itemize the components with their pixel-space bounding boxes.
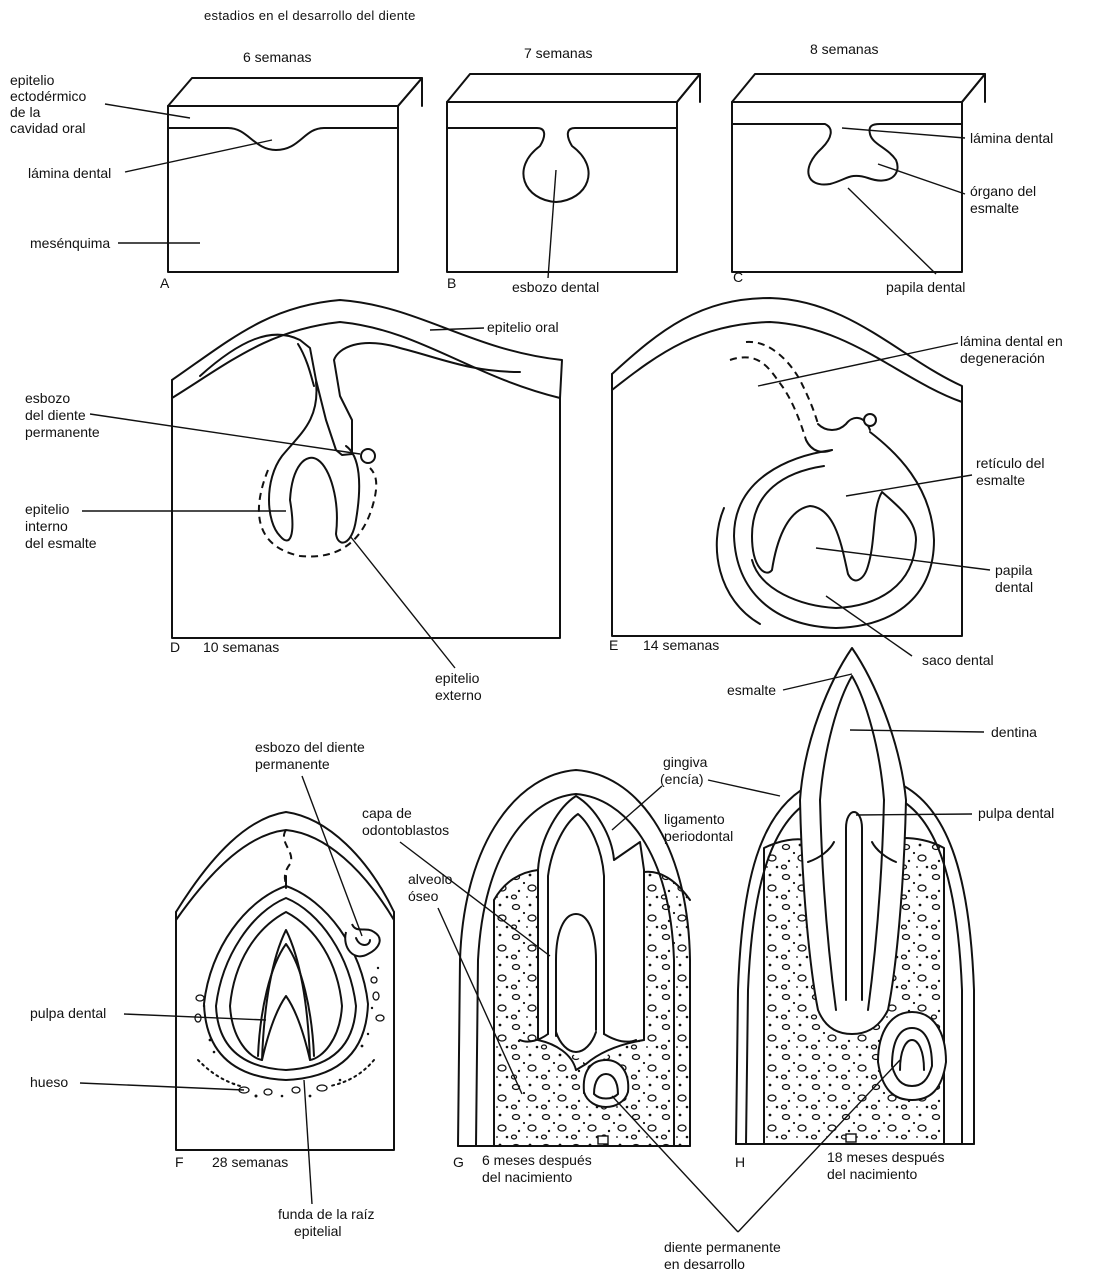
label-epitelio-interno: epitelio interno del esmalte bbox=[25, 501, 97, 551]
panel-c-letter: C bbox=[733, 269, 743, 285]
panel-g-letter: G bbox=[453, 1154, 464, 1170]
label-funda-raiz: funda de la raíz epitelial bbox=[278, 1206, 378, 1239]
label-hueso: hueso bbox=[30, 1074, 68, 1090]
panel-g: G 6 meses después del nacimiento capa de… bbox=[362, 754, 780, 1185]
label-diente-permanente: diente permanente en desarrollo bbox=[664, 1239, 785, 1272]
panel-e: E 14 semanas lámina dental en degeneraci… bbox=[609, 298, 1067, 668]
label-dentina: dentina bbox=[991, 724, 1037, 740]
panel-d-letter: D bbox=[170, 639, 180, 655]
figure-title: estadios en el desarrollo del diente bbox=[204, 8, 416, 23]
label-epitelio-ectodermico: epitelio ectodérmico de la cavidad oral bbox=[10, 72, 90, 136]
label-mesenquima: mesénquima bbox=[30, 235, 110, 251]
label-papila-dental-e: papila dental bbox=[995, 562, 1036, 595]
panel-c: 8 semanas C lámina dental órgano del esm… bbox=[732, 41, 1053, 295]
panel-b-letter: B bbox=[447, 275, 456, 291]
panel-g-stage: 6 meses después del nacimiento bbox=[482, 1152, 596, 1185]
panel-f: F 28 semanas esbozo del diente permanent… bbox=[30, 739, 394, 1239]
panel-d: D 10 semanas epitelio oral esbozo del di… bbox=[25, 300, 562, 703]
label-ligamento: ligamento periodontal bbox=[664, 811, 733, 844]
label-capa-odontoblastos: capa de odontoblastos bbox=[362, 805, 449, 838]
panel-f-stage: 28 semanas bbox=[212, 1154, 288, 1170]
label-epitelio-externo: epitelio externo bbox=[435, 670, 483, 703]
panel-d-stage: 10 semanas bbox=[203, 639, 279, 655]
panel-h-stage: 18 meses después del nacimiento bbox=[827, 1149, 948, 1182]
panel-b-stage: 7 semanas bbox=[524, 45, 592, 61]
panel-c-stage: 8 semanas bbox=[810, 41, 878, 57]
panel-f-letter: F bbox=[175, 1154, 184, 1170]
label-esbozo-dental: esbozo dental bbox=[512, 279, 599, 295]
label-esbozo-permanente-f: esbozo del diente permanente bbox=[255, 739, 369, 772]
label-esbozo-permanente-d: esbozo del diente permanente bbox=[25, 390, 100, 440]
panel-a-letter: A bbox=[160, 275, 170, 291]
label-lamina-dental-a: lámina dental bbox=[28, 165, 111, 181]
panel-a-stage: 6 semanas bbox=[243, 49, 311, 65]
label-reticulo: retículo del esmalte bbox=[976, 455, 1048, 488]
panel-e-letter: E bbox=[609, 637, 618, 653]
label-saco-dental: saco dental bbox=[922, 652, 994, 668]
panel-e-stage: 14 semanas bbox=[643, 637, 719, 653]
label-organo-esmalte: órgano del esmalte bbox=[970, 183, 1040, 216]
label-esmalte: esmalte bbox=[727, 682, 776, 698]
label-epitelio-oral: epitelio oral bbox=[487, 319, 559, 335]
label-lamina-degeneracion: lámina dental en degeneración bbox=[960, 333, 1067, 366]
label-gingiva: gingiva (encía) bbox=[660, 754, 711, 787]
label-pulpa-dental-f: pulpa dental bbox=[30, 1005, 106, 1021]
label-lamina-dental-c: lámina dental bbox=[970, 130, 1053, 146]
panel-b: 7 semanas B esbozo dental bbox=[447, 45, 700, 295]
panel-a: 6 semanas A epitelio ectodérmico de la c… bbox=[10, 49, 422, 291]
label-alveolo: alveolo óseo bbox=[408, 871, 456, 904]
label-papila-dental-c: papila dental bbox=[886, 279, 965, 295]
label-pulpa-dental-h: pulpa dental bbox=[978, 805, 1054, 821]
panel-h-letter: H bbox=[735, 1154, 745, 1170]
